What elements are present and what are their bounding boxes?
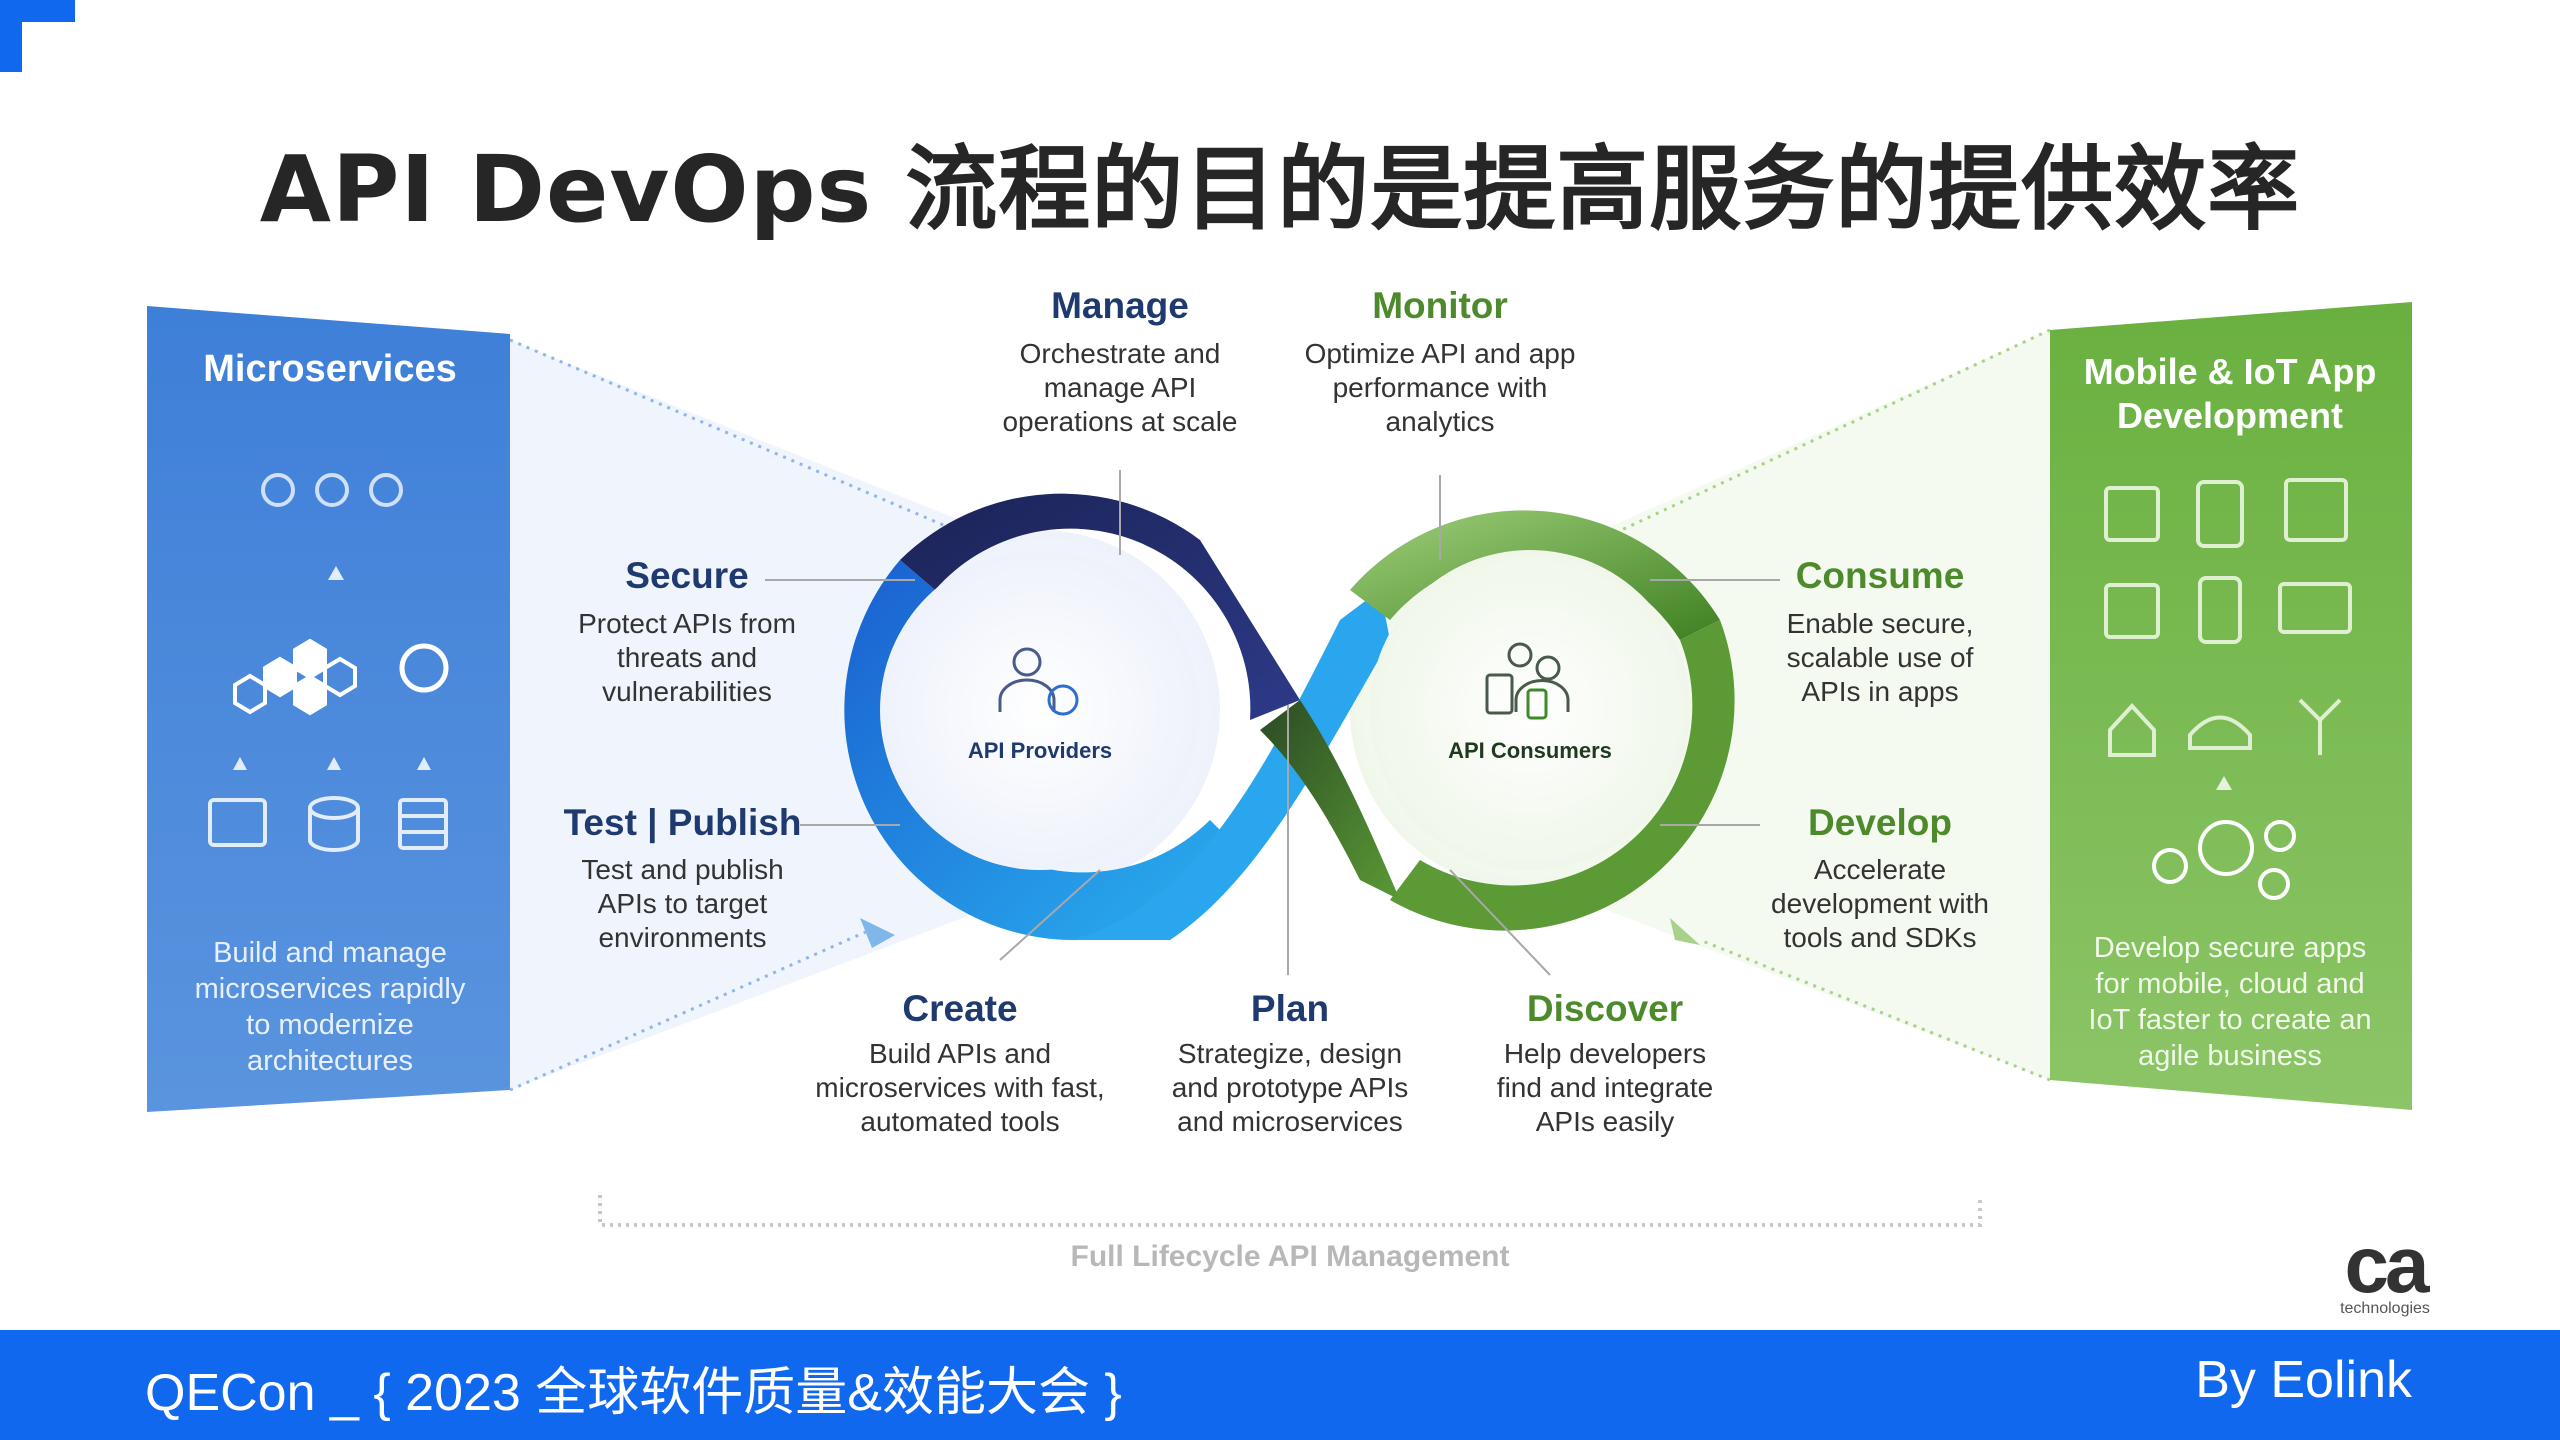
api-provider-icon [998, 647, 1079, 716]
api-providers-label: API Providers [967, 738, 1113, 763]
test-publish-title: Test | Publish [563, 802, 802, 843]
left-projection [510, 340, 1010, 1090]
mobile-iot-description: Develop secure apps for mobile, cloud an… [2088, 932, 2372, 1072]
mobile-iot-title: Mobile & IoT App Development [2083, 351, 2377, 436]
api-consumer-icon [1485, 642, 1570, 720]
page-title: API DevOps 流程的目的是提高服务的提供效率 [259, 136, 2301, 243]
api-consumers-label: API Consumers [1448, 738, 1612, 763]
infinity-loop [844, 493, 1735, 941]
hexagon-cluster-icon [233, 638, 357, 716]
right-gears-icon [2152, 820, 2296, 900]
storage-icons [208, 796, 448, 852]
right-projection [1580, 330, 2050, 1080]
monitor-title: Monitor [1372, 285, 1508, 326]
manage-title: Manage [1051, 285, 1189, 326]
presenter-credit: By Eolink [2195, 1351, 2412, 1409]
device-icons [2104, 478, 2352, 757]
gears-icon [261, 473, 403, 507]
discover-title: Discover [1526, 988, 1684, 1029]
plan-title: Plan [1250, 988, 1330, 1029]
leader-lines [765, 470, 1780, 976]
footer-bar [0, 1330, 2560, 1440]
microservices-description: Build and manage microservices rapidly t… [194, 937, 466, 1077]
create-title: Create [902, 988, 1018, 1029]
consume-title: Consume [1795, 555, 1965, 596]
api-gear-icon [399, 643, 449, 693]
small-arrows-icon [233, 757, 431, 770]
full-lifecycle-label: Full Lifecycle API Management [1070, 1240, 1510, 1273]
up-arrow-icon [328, 566, 344, 580]
right-arrow-icon [1670, 918, 1700, 945]
mobile-iot-panel [2050, 302, 2412, 1110]
left-arrow-icon [860, 918, 895, 948]
conference-name: QECon _ { 2023 全球软件质量&效能大会 } [145, 1364, 1122, 1422]
develop-title: Develop [1808, 802, 1952, 843]
lifecycle-bracket [598, 1195, 1982, 1227]
microservices-panel [147, 306, 510, 1112]
corner-bracket-icon [0, 0, 75, 72]
secure-title: Secure [625, 555, 749, 596]
ca-technologies-logo: ca technologies [2340, 1220, 2430, 1318]
microservices-title: Microservices [203, 348, 457, 390]
right-up-arrow-icon [2216, 776, 2232, 790]
